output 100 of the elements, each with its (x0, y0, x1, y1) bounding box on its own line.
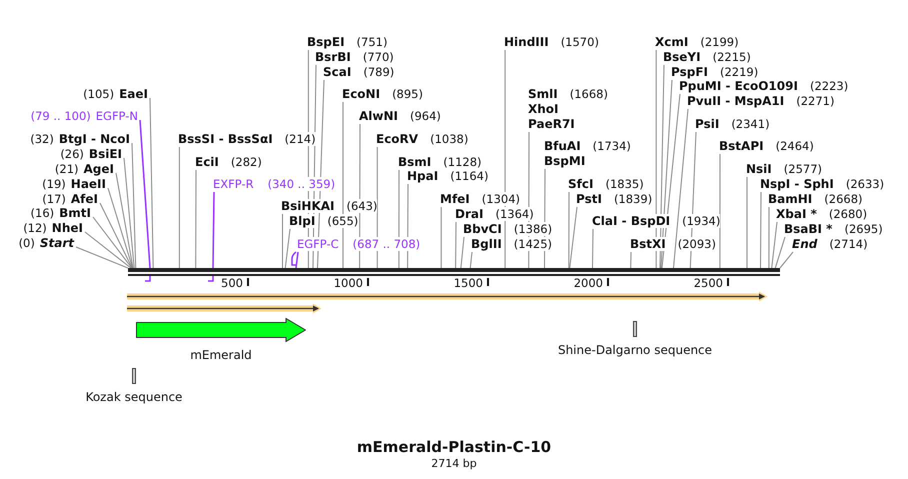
position-number: (16) (30, 206, 54, 220)
enzyme-name: Start (40, 236, 74, 250)
enzyme-name: BseYI (663, 50, 701, 64)
leader-line (569, 206, 578, 268)
enzyme-name: BsiHKAI (281, 199, 334, 213)
enzyme-name: PspFI (671, 65, 708, 79)
position-number: (21) (54, 162, 79, 176)
position-number: (2577) (784, 162, 822, 176)
scale-number: 2000 (574, 276, 603, 290)
leader-line (282, 214, 283, 268)
enzyme-name: XbaI * (776, 207, 817, 221)
position-number: (2219) (720, 65, 758, 79)
enzyme-name: PpuMI - EcoO109I (679, 79, 798, 93)
position-number: (2464) (776, 139, 814, 153)
leader-line (771, 222, 778, 268)
position-number: (655) (327, 214, 358, 228)
leader-line (760, 192, 762, 268)
leader-line (719, 154, 720, 268)
enzyme-name: ClaI - BspDI (592, 214, 670, 228)
leader-line (376, 146, 378, 268)
leader-line (455, 222, 456, 268)
position-number: (895) (392, 87, 423, 101)
position-number: (1668) (570, 87, 608, 101)
position-number: (1164) (450, 169, 488, 183)
leader-line (768, 206, 770, 268)
enzyme-name: BsiEI (88, 147, 122, 161)
leader-line (212, 192, 215, 268)
leader-line (504, 50, 506, 268)
leader-line (195, 170, 196, 268)
leader-line (139, 120, 151, 268)
enzyme-name: AlwNI (359, 109, 398, 123)
position-number: (32) (30, 132, 54, 146)
position-number: (2199) (700, 35, 739, 49)
enzyme-name: EciI (195, 155, 219, 169)
enzyme-name: EcoNI (342, 87, 380, 101)
enzyme-name: XhoI (528, 102, 559, 116)
enzyme-name: PvuII - MspA1I (687, 94, 784, 108)
leader-line (780, 252, 794, 268)
position-number: (26) (60, 147, 84, 161)
position-number: (1570) (560, 35, 599, 49)
position-number: (2695) (844, 222, 883, 236)
position-number: (2668) (824, 192, 863, 206)
enzyme-name: EaeI (119, 87, 148, 101)
primer-name: EGFP-N (96, 109, 138, 123)
sequence-backbone (128, 268, 780, 276)
position-number: (2714) (829, 237, 868, 251)
enzyme-name: BtgI - NcoI (58, 132, 130, 146)
position-number: (214) (284, 132, 316, 146)
leader-line (76, 246, 128, 268)
position-number: (2093) (678, 237, 716, 251)
enzyme-name: NspI - SphI (760, 177, 834, 191)
leader-line (124, 158, 135, 268)
map-title: mEmerald-Plastin-C-10 (356, 438, 552, 456)
enzyme-name: AgeI (84, 162, 114, 176)
feature-label: mEmerald (190, 348, 252, 362)
feature-label: Shine-Dalgarno sequence (558, 343, 712, 357)
position-number: (1364) (495, 207, 534, 221)
leader-line (150, 98, 154, 268)
enzyme-name: HindIII (504, 35, 549, 49)
position-number: (105) (83, 87, 114, 101)
enzyme-name: End (792, 237, 818, 251)
enzyme-name: XcmI (655, 35, 688, 49)
enzyme-name: PaeR7I (528, 117, 575, 131)
leader-line (116, 172, 134, 268)
scale-number: 500 (221, 276, 243, 290)
enzyme-name: BspEI (307, 35, 345, 49)
position-number: (79 .. 100) (30, 109, 91, 123)
leader-line (568, 192, 570, 268)
feature-label: Kozak sequence (86, 390, 182, 404)
scale-number: 2500 (694, 276, 723, 290)
leader-line (398, 170, 400, 268)
position-number: (340 .. 359) (268, 177, 336, 191)
leader-line (284, 228, 290, 268)
position-number: (1835) (605, 177, 644, 191)
leader-line (673, 108, 688, 268)
position-number: (282) (230, 155, 262, 169)
sequence-length: 2714 bp (430, 457, 478, 470)
enzyme-name: BbvCI (463, 222, 502, 236)
leader-line (660, 64, 664, 268)
leader-line (774, 236, 786, 268)
leader-line (295, 252, 299, 268)
position-number: (687 .. 708) (352, 237, 420, 251)
position-number: (2341) (731, 117, 770, 131)
enzyme-name: BmtI (59, 206, 91, 220)
scale-number: 1000 (334, 276, 363, 290)
enzyme-name: BamHI (768, 192, 812, 206)
position-number: (0) (18, 236, 35, 250)
enzyme-name: SfcI (568, 177, 594, 191)
enzyme-name: BstXI (630, 237, 666, 251)
enzyme-name: BglII (471, 237, 502, 251)
leader-line (84, 232, 132, 268)
enzyme-name: EcoRV (376, 132, 418, 146)
position-number: (2215) (712, 50, 751, 64)
enzyme-name: NsiI (746, 162, 772, 176)
reading-frame-drawing (126, 291, 768, 302)
enzyme-name: BstAPI (719, 139, 764, 153)
position-number: (19) (42, 177, 66, 191)
position-number: (1386) (514, 222, 552, 236)
enzyme-name: PstI (576, 192, 602, 206)
enzyme-name: NheI (52, 221, 83, 235)
